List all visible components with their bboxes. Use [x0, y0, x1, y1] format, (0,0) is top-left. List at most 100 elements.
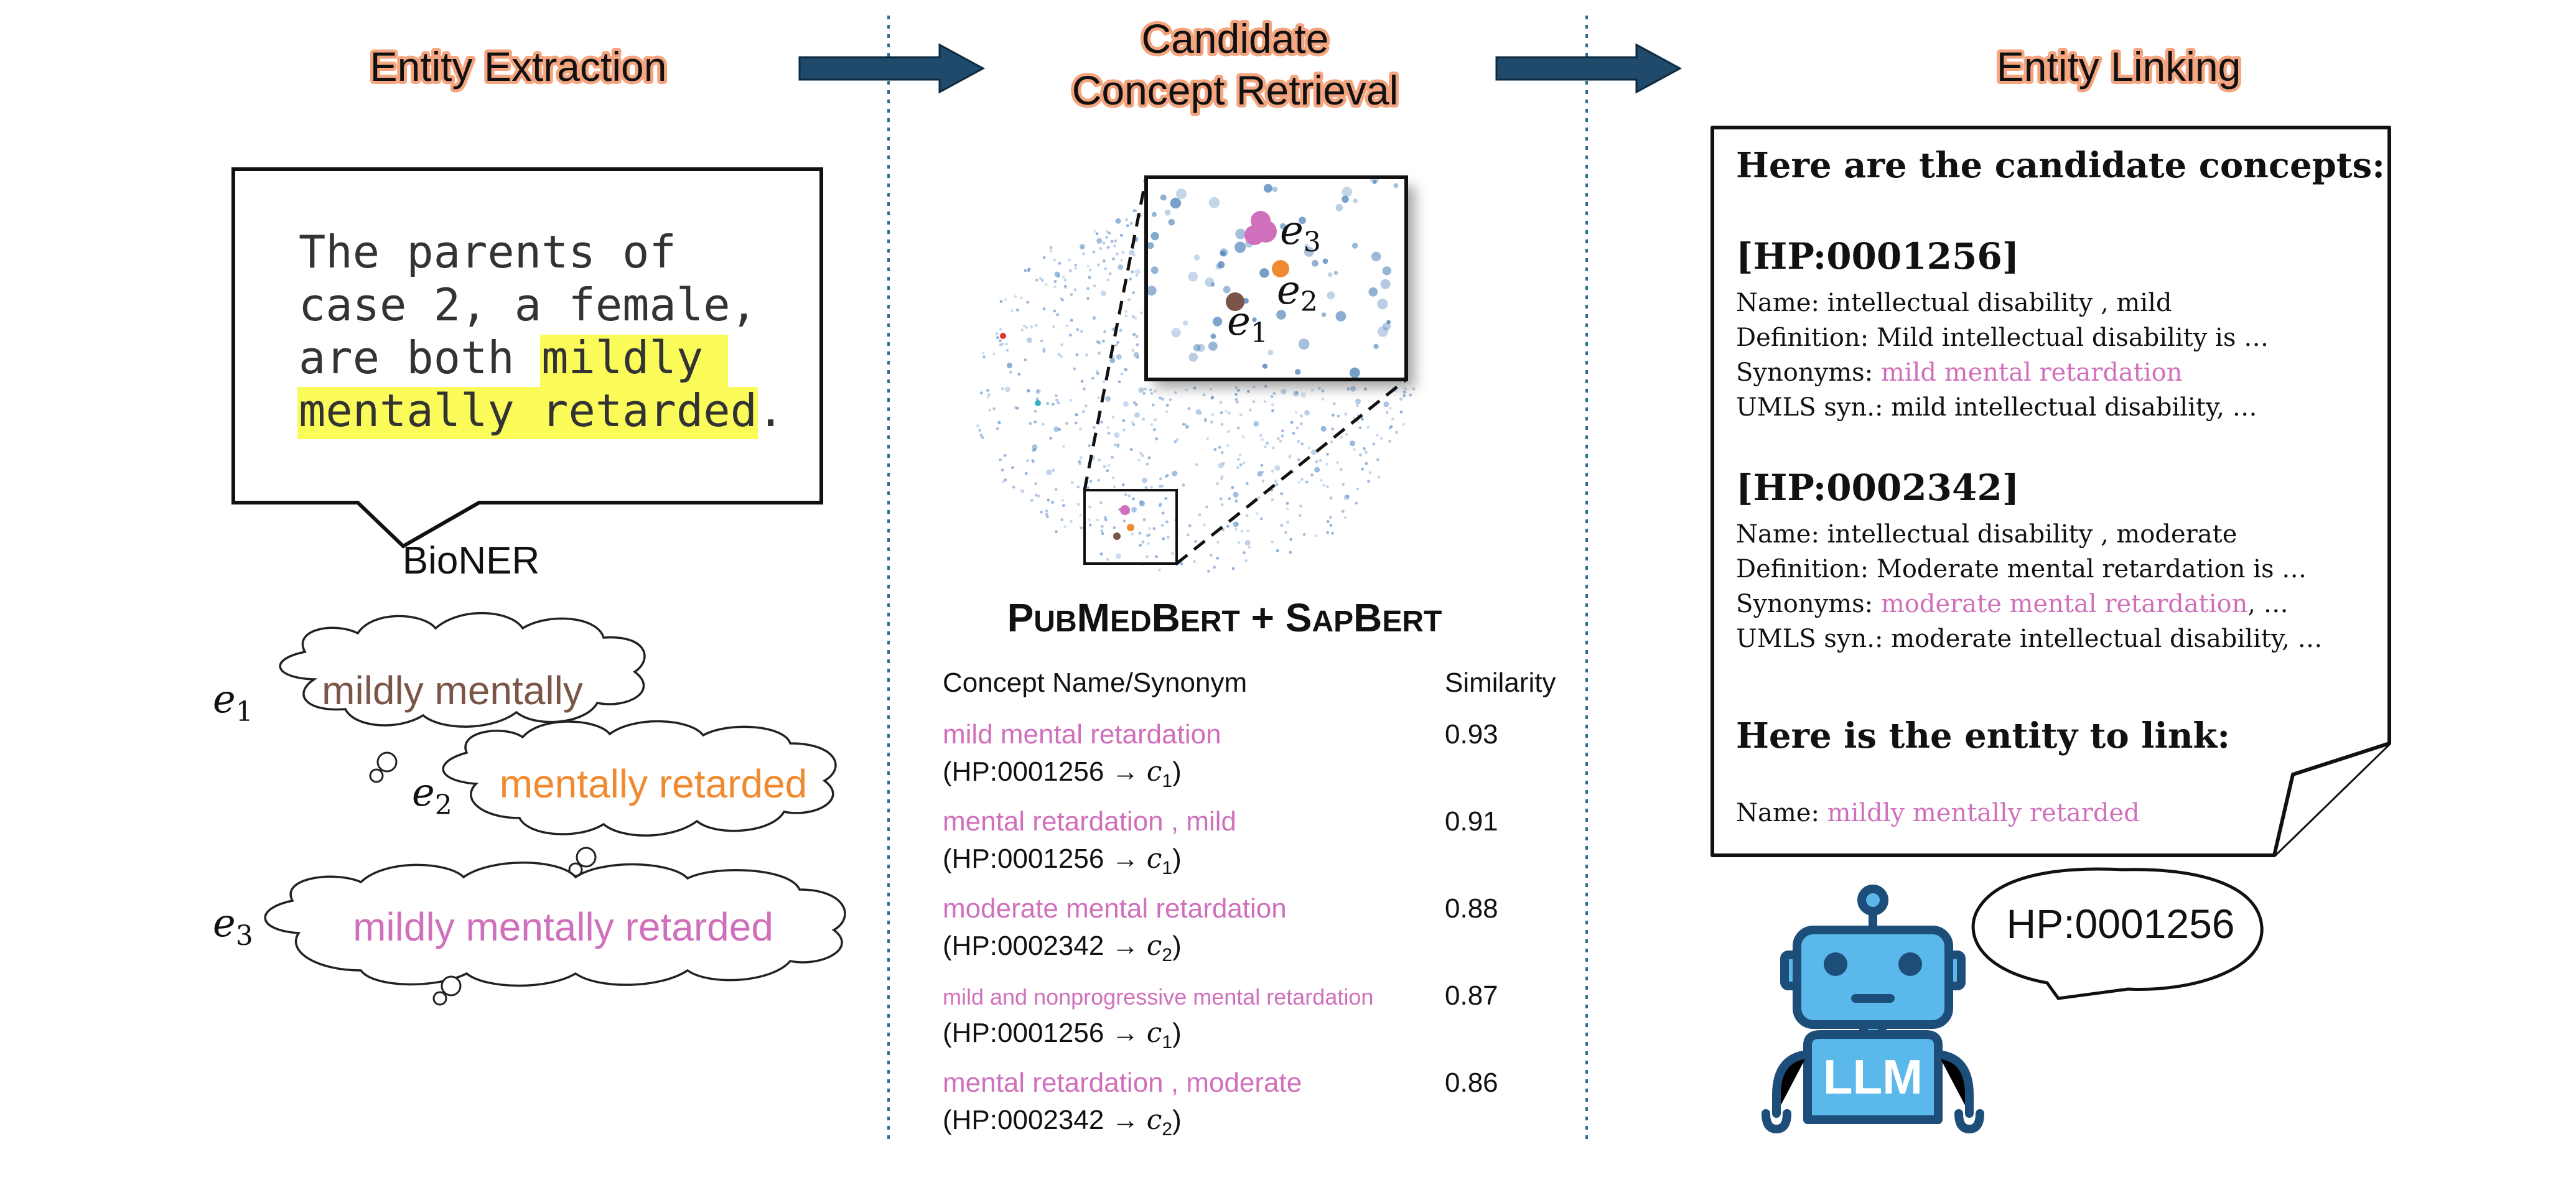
scatter-point	[1252, 385, 1256, 389]
scatter-point	[1346, 388, 1350, 391]
scatter-point	[1022, 324, 1026, 328]
scatter-point	[1180, 562, 1183, 565]
scatter-point	[1053, 285, 1057, 289]
scatter-point	[1297, 440, 1300, 443]
scatter-point	[1203, 523, 1206, 527]
zoom-point	[1208, 197, 1220, 208]
scatter-point	[1150, 392, 1154, 395]
scatter-point	[1115, 553, 1121, 559]
scatter-point	[1004, 478, 1007, 481]
scatter-point	[1083, 387, 1086, 391]
scatter-point	[1114, 343, 1118, 347]
scatter-point	[1236, 389, 1240, 392]
zoom-point	[1383, 322, 1391, 331]
similarity-score: 0.88	[1445, 893, 1498, 924]
scatter-point	[1290, 421, 1294, 424]
scatter-point	[1055, 398, 1058, 402]
scatter-point	[1300, 392, 1306, 398]
scatter-point	[1388, 439, 1392, 443]
scatter-point	[1264, 445, 1267, 449]
scatter-point	[1000, 333, 1006, 339]
scatter-point	[1154, 418, 1157, 422]
scatter-point	[1321, 397, 1325, 401]
scatter-point	[1131, 506, 1137, 513]
scatter-point	[1078, 427, 1082, 431]
scatter-point	[1045, 509, 1048, 513]
scatter-point	[1332, 414, 1335, 417]
scatter-point	[1280, 492, 1284, 496]
entity-heading: Here is the entity to link:	[1736, 715, 2230, 756]
scatter-point	[1063, 525, 1067, 529]
scatter-point	[1174, 391, 1177, 394]
scatter-point	[1106, 246, 1110, 249]
scatter-point	[1034, 482, 1038, 486]
sentence-line-2: case 2, a female,	[299, 279, 757, 331]
scatter-point	[1080, 456, 1083, 459]
scatter-point	[1134, 269, 1141, 275]
zoom-point	[1322, 258, 1328, 264]
zoom-point	[1146, 286, 1157, 296]
zoom-point	[1264, 184, 1272, 193]
scatter-point	[1355, 398, 1361, 404]
scatter-point	[1182, 422, 1185, 426]
zoom-point	[1234, 241, 1246, 253]
zoom-point	[1188, 271, 1198, 282]
scatter-point	[1330, 440, 1333, 444]
entity-3-text: mildly mentally retarded	[353, 904, 773, 949]
scatter-point	[1093, 317, 1096, 320]
scatter-point	[1096, 372, 1099, 375]
scatter-point	[1058, 261, 1062, 265]
zoom-point	[1342, 187, 1352, 197]
zoom-point	[1235, 228, 1246, 239]
candidate-concepts: [HP:0001256]Name: intellectual disabilit…	[1736, 235, 2323, 653]
sentence-line-3: are both mildly	[299, 332, 703, 384]
scatter-point	[1236, 466, 1239, 470]
scatter-point	[1331, 427, 1335, 430]
concept-name: mild mental retardation	[943, 719, 1221, 750]
scatter-point	[1085, 404, 1088, 407]
scatter-point	[1092, 250, 1096, 254]
scatter-point	[1086, 297, 1090, 300]
entity-cloud-3: e3 mildly mentally retarded	[213, 862, 846, 1006]
concept-code: (HP:0002342 → c2)	[943, 930, 1182, 965]
concept-umls-line: UMLS syn.: mild intellectual disability,…	[1736, 393, 2257, 422]
scatter-point	[1027, 388, 1030, 392]
table-rows: mild mental retardation(HP:0001256 → c1)…	[943, 719, 1498, 1140]
scatter-point	[1280, 524, 1284, 527]
concept-definition-line: Definition: Mild intellectual disability…	[1736, 323, 2269, 352]
answer-code: HP:0001256	[2007, 901, 2235, 947]
scatter-point	[1228, 497, 1231, 501]
scatter-point	[1310, 388, 1314, 392]
scatter-point	[1035, 388, 1041, 394]
scatter-point	[1111, 416, 1115, 419]
scatter-point	[1096, 340, 1099, 343]
scatter-point	[1056, 313, 1060, 317]
zoom-point	[1299, 216, 1307, 225]
scatter-point	[1389, 406, 1392, 410]
scatter-point	[1015, 406, 1019, 410]
scatter-point	[1026, 459, 1029, 463]
scatter-point	[1257, 496, 1261, 500]
scatter-point	[1329, 496, 1333, 500]
scatter-point	[1226, 444, 1230, 447]
zoom-point	[1193, 344, 1201, 351]
scatter-point	[1253, 421, 1259, 427]
scatter-point	[1325, 462, 1329, 466]
scatter-point	[1216, 557, 1219, 560]
scatter-point	[1193, 560, 1197, 564]
scatter-point	[1114, 432, 1120, 438]
zoom-point	[1259, 268, 1269, 278]
scatter-point	[1092, 457, 1095, 461]
scatter-point	[1185, 388, 1188, 392]
scatter-point	[1148, 527, 1151, 531]
scatter-point	[1060, 518, 1063, 521]
similarity-score: 0.87	[1445, 980, 1498, 1011]
scatter-point	[1107, 432, 1111, 435]
scatter-point	[1132, 291, 1136, 294]
scatter-point	[1147, 542, 1150, 545]
scatter-point	[1337, 414, 1340, 418]
concept-synonyms-line: Synonyms: moderate mental retardation, …	[1736, 590, 2289, 618]
scatter-point	[1105, 236, 1109, 239]
scatter-point	[1141, 454, 1144, 457]
scatter-point	[1376, 458, 1379, 462]
